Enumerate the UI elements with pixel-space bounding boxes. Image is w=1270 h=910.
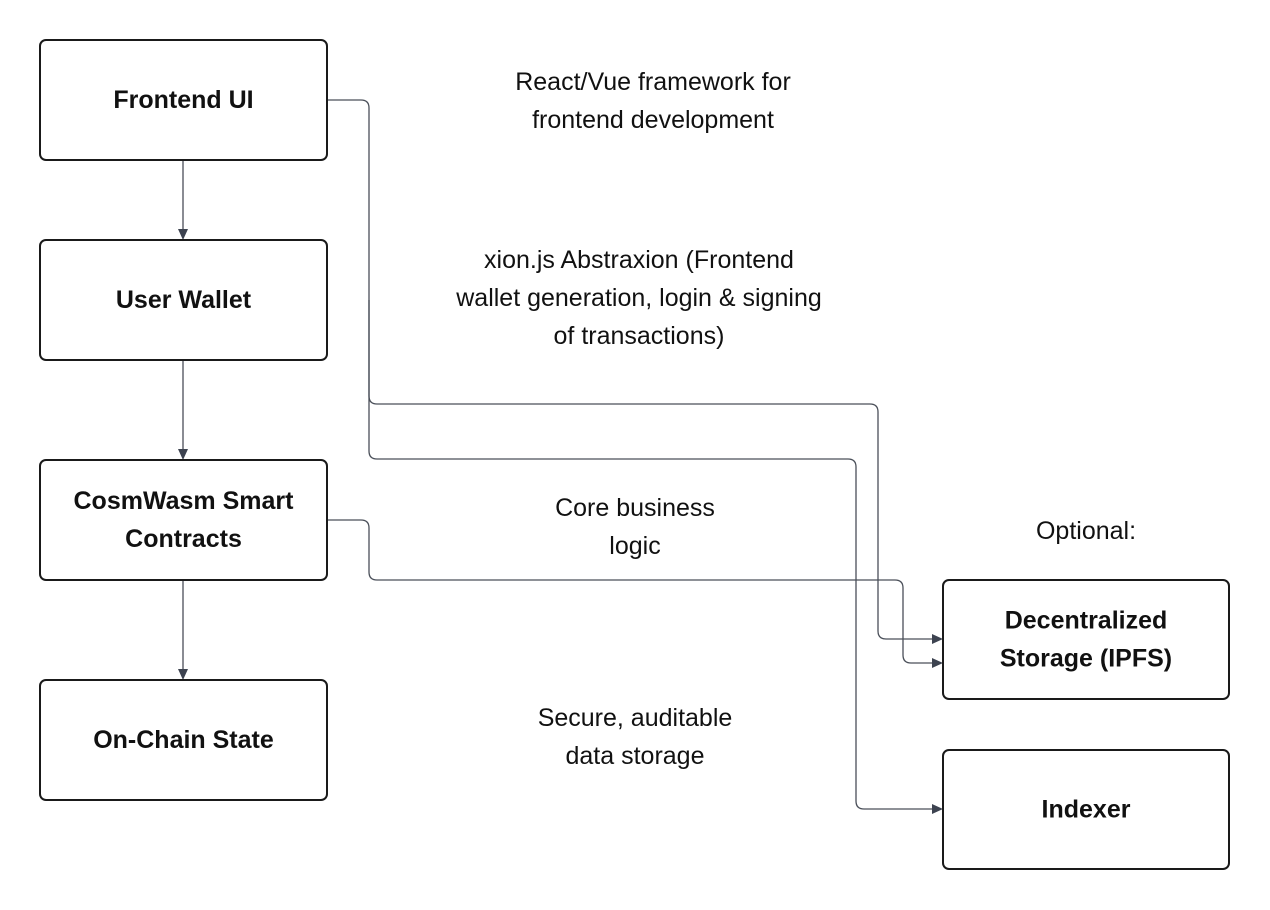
annotation-line: Secure, auditable (538, 704, 733, 732)
annotation-line: xion.js Abstraxion (Frontend (484, 246, 794, 274)
annotation-line: logic (609, 532, 660, 560)
node-label: CosmWasm Smart (74, 487, 295, 515)
node-box (39, 679, 328, 801)
arrowhead-icon (178, 449, 188, 460)
node-box (39, 239, 328, 361)
edge-frontend-to-storage (327, 99, 943, 644)
edge-line (368, 300, 932, 810)
annotation-line: frontend development (532, 106, 774, 134)
annotations-layer: React/Vue framework for frontend developm… (455, 68, 1136, 770)
annotation-line: Optional: (1036, 517, 1136, 545)
node-label: Decentralized (1005, 607, 1168, 635)
node-wallet: User Wallet (39, 239, 328, 361)
edge-line (327, 99, 932, 640)
edge-wallet-to-contracts (178, 360, 188, 460)
annotation-line: wallet generation, login & signing (455, 284, 822, 312)
edge-contracts-to-storage (327, 519, 943, 668)
edge-line (327, 519, 932, 664)
annotation-framework: React/Vue framework for frontend developm… (515, 68, 791, 134)
node-label: On-Chain State (93, 726, 274, 754)
arrowhead-icon (932, 634, 943, 644)
annotation-line: data storage (566, 742, 705, 770)
node-indexer: Indexer (942, 749, 1230, 870)
node-label: Indexer (1042, 796, 1131, 824)
arrowhead-icon (932, 804, 943, 814)
annotation-line: Core business (555, 494, 715, 522)
node-frontend: Frontend UI (39, 39, 328, 161)
node-label: User Wallet (116, 286, 252, 314)
arrowhead-icon (932, 658, 943, 668)
arrowhead-icon (178, 229, 188, 240)
node-state: On-Chain State (39, 679, 328, 801)
arrowhead-icon (178, 669, 188, 680)
edges-layer (178, 99, 943, 814)
node-box (942, 579, 1230, 700)
annotation-line: of transactions) (554, 322, 725, 350)
edge-frontend-to-indexer (368, 300, 943, 814)
node-box (942, 749, 1230, 870)
annotation-business: Core business logic (555, 494, 715, 560)
annotation-optional: Optional: (1036, 517, 1136, 545)
node-label: Frontend UI (113, 86, 253, 114)
node-box (39, 459, 328, 581)
node-box (39, 39, 328, 161)
edge-contracts-to-state (178, 580, 188, 680)
node-label: Contracts (125, 525, 242, 553)
edge-frontend-to-wallet (178, 160, 188, 240)
annotation-secure: Secure, auditable data storage (538, 704, 733, 770)
annotation-abstraxion: xion.js Abstraxion (Frontend wallet gener… (455, 246, 822, 350)
node-label: Storage (IPFS) (1000, 645, 1172, 673)
annotation-line: React/Vue framework for (515, 68, 791, 96)
